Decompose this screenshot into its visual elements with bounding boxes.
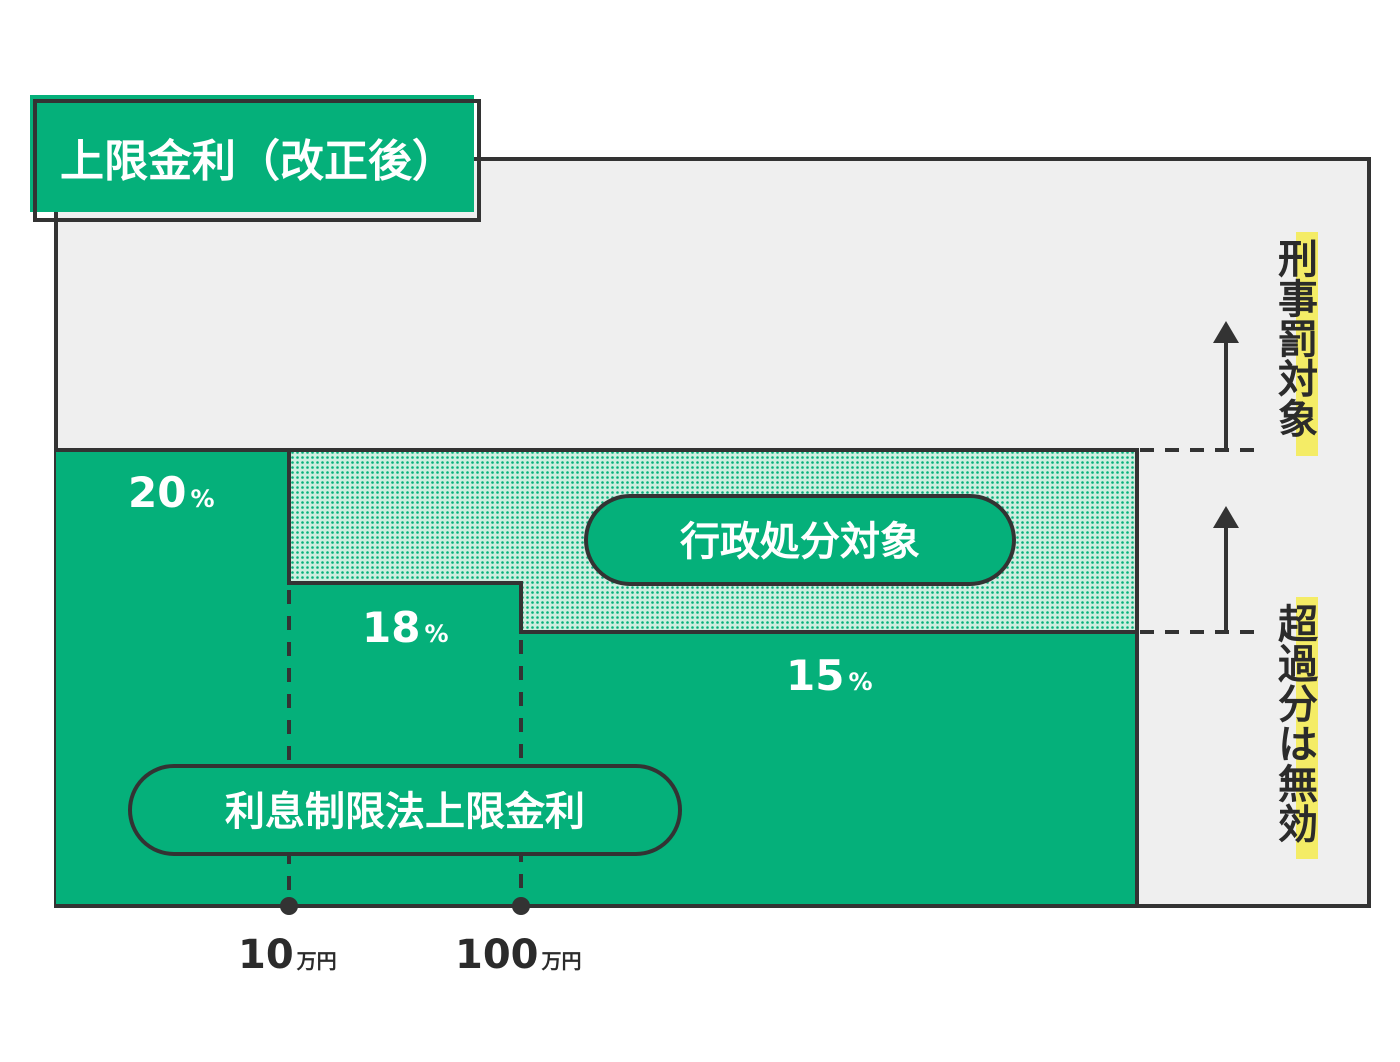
arrow-up-icon <box>1213 506 1239 630</box>
criminal-penalty-label: 刑事罰対象 <box>1271 238 1318 438</box>
rate-label-18: 18% <box>362 603 449 652</box>
diagram-title: 上限金利（改正後） <box>60 136 456 187</box>
admin-top-line <box>289 448 1139 906</box>
excess-void-label: 超過分は無効 <box>1271 603 1318 844</box>
interest-law-pill <box>128 764 682 856</box>
admin-zone-label: 行政処分対象 <box>680 519 920 565</box>
threshold-marker-10 <box>280 897 298 915</box>
excess-label-highlight <box>1296 597 1318 859</box>
arrow-up-icon <box>1213 321 1239 448</box>
criminal-label-highlight <box>1296 232 1318 456</box>
rate-label-20: 20% <box>128 468 215 517</box>
title-box <box>30 95 474 212</box>
threshold-marker-100 <box>512 897 530 915</box>
rate-label-15: 15% <box>786 651 873 700</box>
admin-zone-pill <box>584 494 1016 586</box>
interest-law-label: 利息制限法上限金利 <box>225 789 585 835</box>
legal-cap-step-line <box>56 448 1137 634</box>
